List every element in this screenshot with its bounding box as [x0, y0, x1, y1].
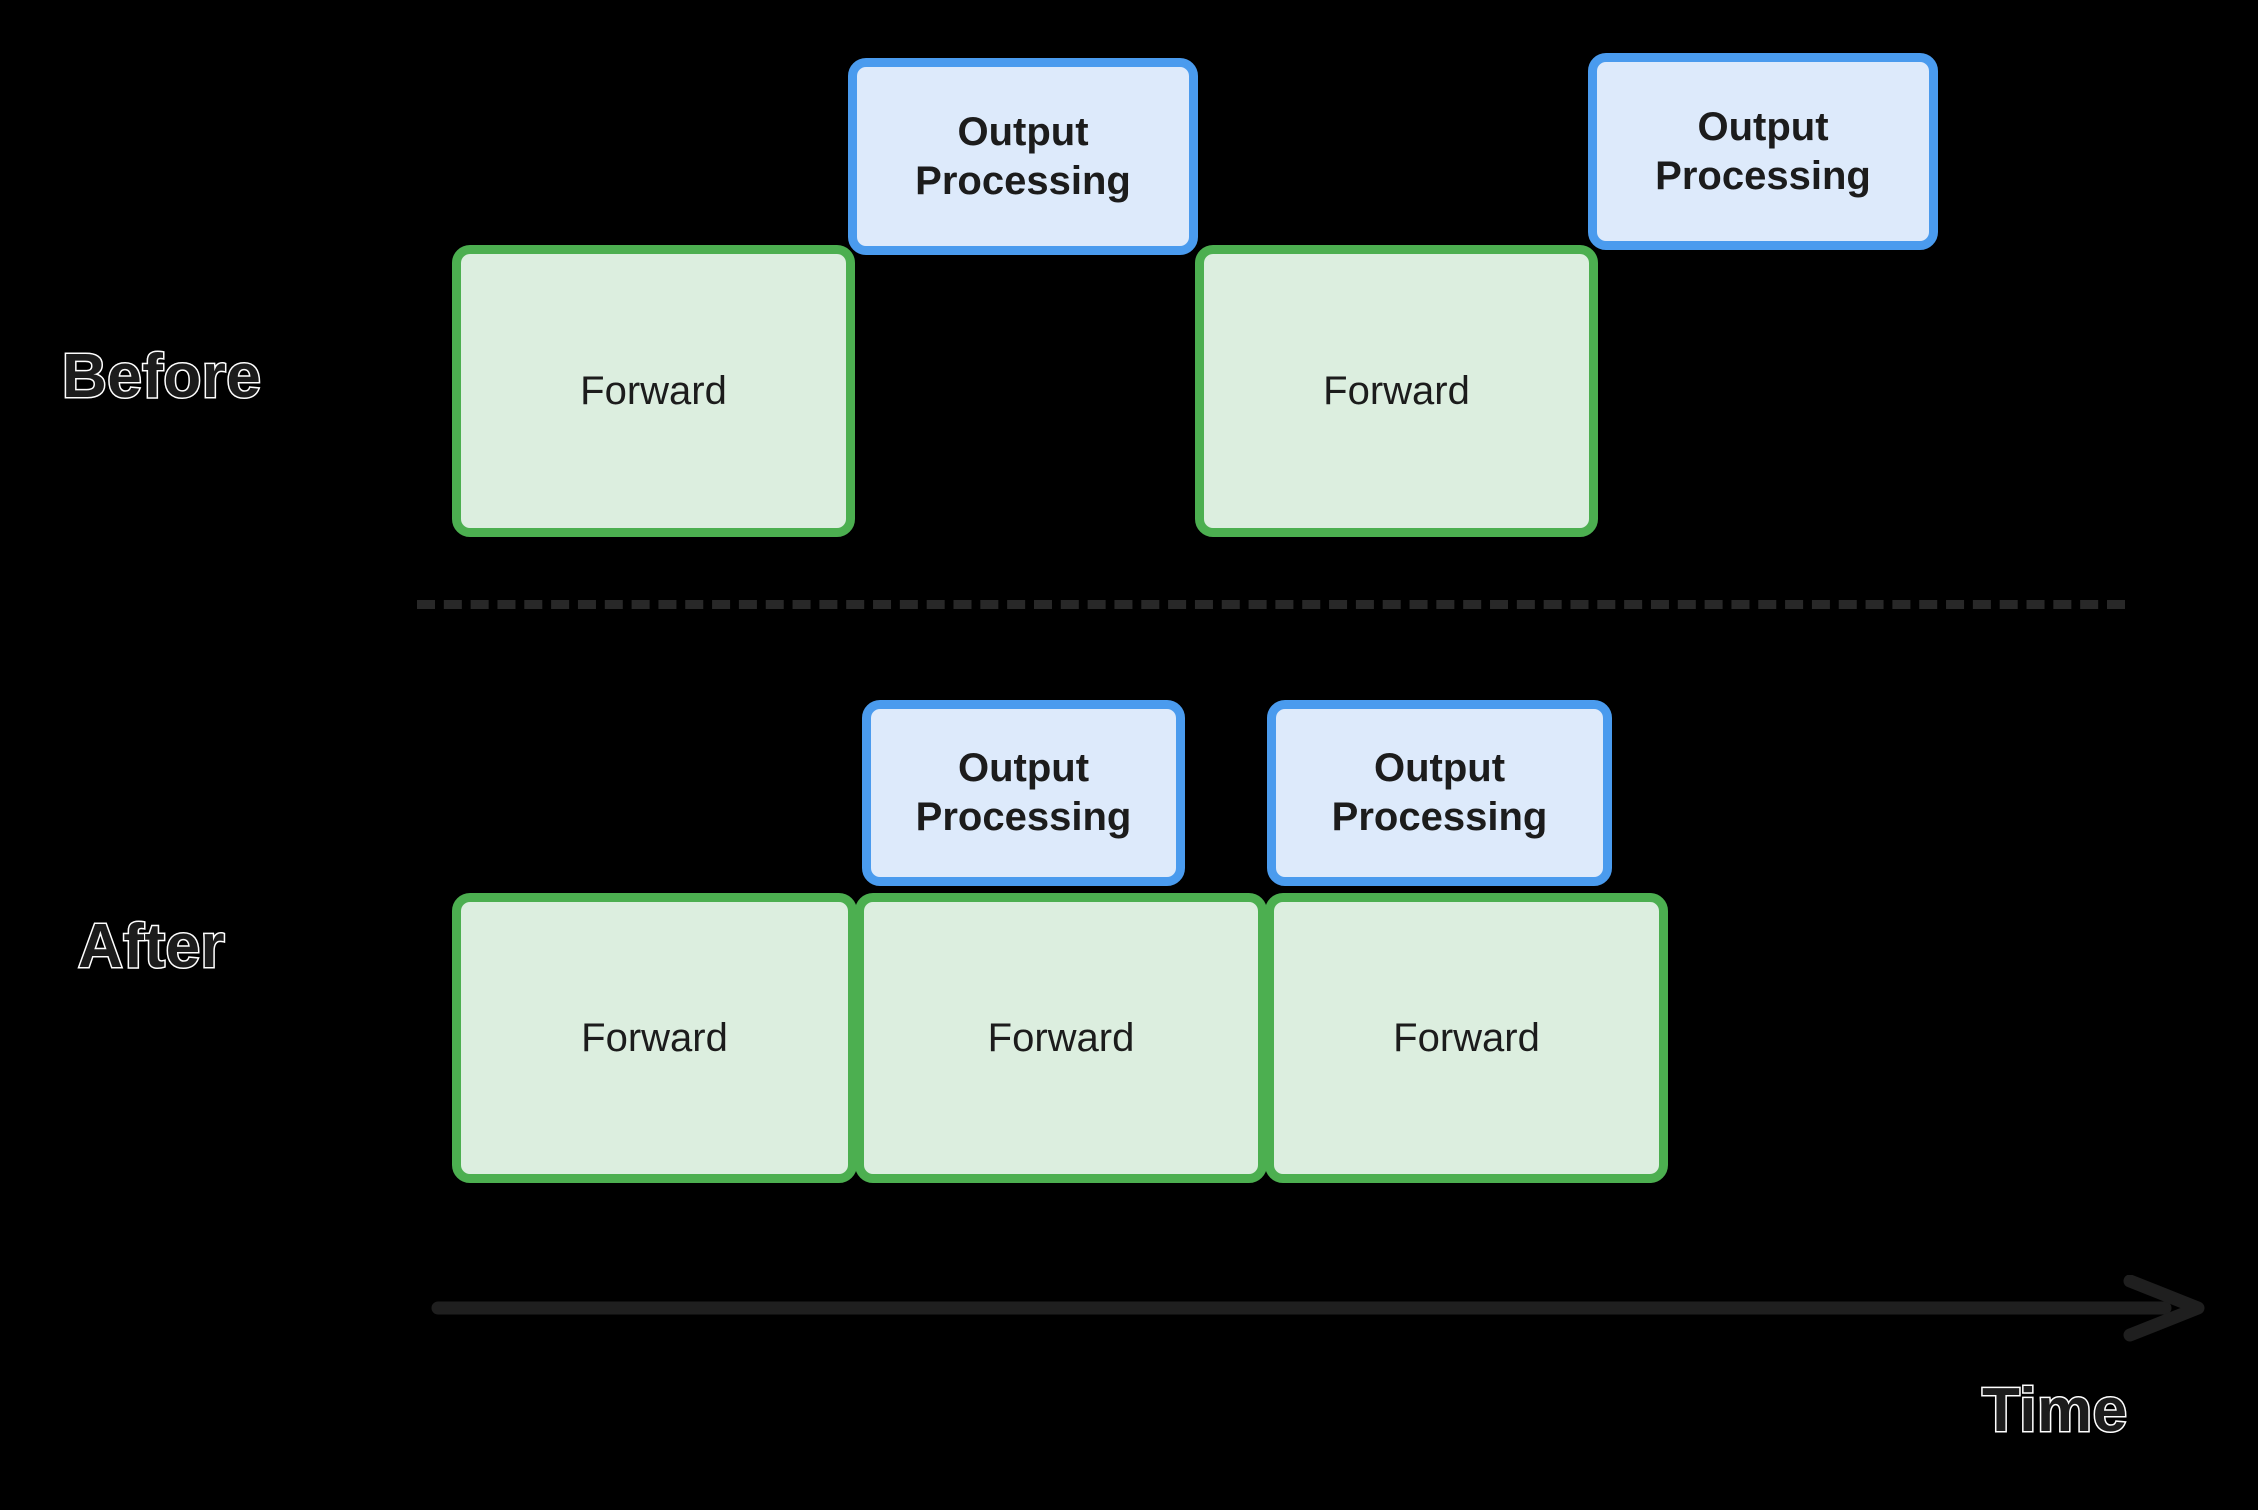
after-output-processing-block-2: Output Processing: [1267, 700, 1612, 886]
time-axis-arrow-icon: [431, 1275, 2205, 1342]
before-output-processing-block-2: Output Processing: [1588, 53, 1938, 250]
after-forward-block-2: Forward: [855, 893, 1267, 1183]
section-divider: [417, 600, 2125, 609]
before-forward-block-1: Forward: [452, 245, 855, 537]
row-label-after: After: [76, 912, 226, 981]
time-axis-label: Time: [1981, 1376, 2129, 1445]
before-forward-block-2: Forward: [1195, 245, 1598, 537]
after-forward-block-1: Forward: [452, 893, 857, 1183]
after-output-processing-block-1: Output Processing: [862, 700, 1185, 886]
row-label-before: Before: [60, 342, 262, 411]
after-forward-block-3: Forward: [1265, 893, 1668, 1183]
before-output-processing-block-1: Output Processing: [848, 58, 1198, 255]
